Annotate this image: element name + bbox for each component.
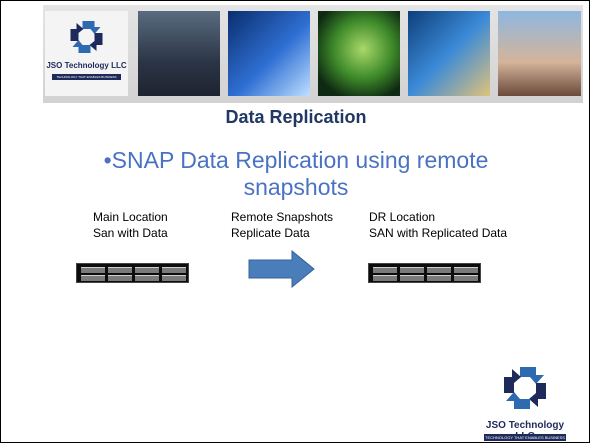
logo-company-name: JSO Technology LLC [46,61,127,70]
drive-bay [135,267,159,273]
drive-bay [427,267,451,273]
drive-bay [162,267,186,273]
drive-bay [454,275,478,281]
bullet-point: •SNAP Data Replication using remote snap… [103,147,489,200]
drive-bay [135,275,159,281]
businessman-photo [138,11,220,96]
main-location-label: Main Location San with Data [93,209,168,241]
drive-bay [373,275,397,281]
logo-tagline: TECHNOLOGY THAT ENABLES BUSINESS [52,74,121,80]
remote-snapshots-title: Remote Snapshots [231,210,334,224]
drive-bay [81,267,105,273]
header-banner: JSO Technology LLC TECHNOLOGY THAT ENABL… [43,5,583,103]
jso-logo-icon [504,367,546,409]
drive-bay [373,267,397,273]
footer-logo: JSO Technology LLC TECHNOLOGY THAT ENABL… [475,357,575,443]
dr-location-title: DR Location [369,210,436,224]
remote-snapshots-subtitle: Replicate Data [231,226,310,240]
main-san-server-icon [76,263,189,283]
main-location-subtitle: San with Data [93,226,168,240]
drive-bay [81,275,105,281]
drive-bay [454,267,478,273]
replication-arrow-icon [248,250,315,288]
dr-location-label: DR Location SAN with Replicated Data [369,209,507,241]
jso-logo-icon [70,21,103,53]
drive-bay [108,275,132,281]
keyboard-photo [228,11,310,96]
company-logo-tile: JSO Technology LLC TECHNOLOGY THAT ENABL… [45,11,128,96]
handshake-photo [498,11,581,96]
dr-location-subtitle: SAN with Replicated Data [369,226,508,240]
drive-bay [427,275,451,281]
drive-bay [400,267,424,273]
drive-bay [400,275,424,281]
main-location-title: Main Location [93,210,168,224]
footer-logo-tagline: TECHNOLOGY THAT ENABLES BUSINESS [484,434,566,441]
drive-bay [108,267,132,273]
folder-photo [408,11,490,96]
drive-bay [162,275,186,281]
slide-title: Data Replication [225,107,367,127]
remote-snapshots-label: Remote Snapshots Replicate Data [231,209,334,241]
security-globe-photo [318,11,400,96]
dr-san-server-icon [368,263,481,283]
